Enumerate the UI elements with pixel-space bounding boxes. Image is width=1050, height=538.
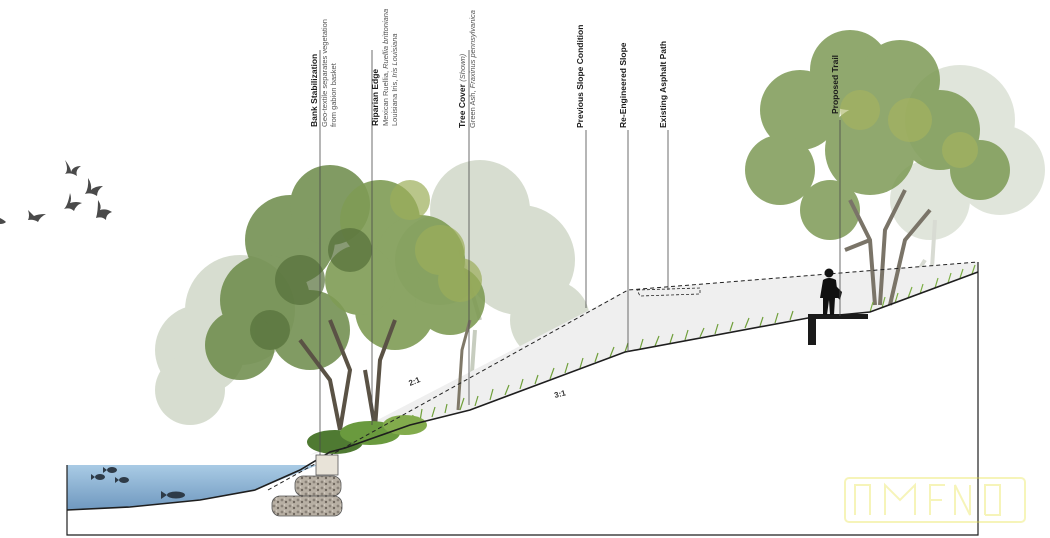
existing-asphalt-path	[636, 287, 701, 297]
tree-cover-title: Tree Cover (Shown)	[457, 53, 467, 128]
bank-stabilization-line2: from gabion basket	[329, 62, 338, 127]
riparian-edge-line1: Mexican Ruellia, Ruellia brittoniana	[381, 9, 390, 126]
riparian-edge-line2: Louisiana Iris, Iris Louisiana	[390, 33, 399, 126]
new-slope-ratio: 3:1	[553, 388, 567, 400]
fish-icon	[91, 467, 185, 499]
bird-icon	[0, 160, 112, 224]
previous-slope-condition-label: Previous Slope Condition	[575, 25, 585, 128]
watermark-logo-icon	[844, 477, 1026, 523]
callout-leaders	[319, 50, 841, 455]
callout-bank-stabilization: Bank Stabilization Geo-textile separates…	[309, 19, 338, 127]
bank-stabilization-title: Bank Stabilization	[309, 54, 319, 127]
tree-icon	[745, 30, 1010, 306]
callout-tree-cover: Tree Cover (Shown) Green Ash, Fraxinus p…	[457, 10, 477, 128]
person-silhouette-icon	[820, 268, 842, 315]
previous-slope-line	[267, 261, 979, 491]
water-body	[67, 465, 318, 510]
callout-riparian-edge: Riparian Edge Mexican Ruellia, Ruellia b…	[370, 9, 399, 126]
riparian-edge-title: Riparian Edge	[370, 69, 380, 126]
reengineered-slope-label: Re-Engineered Slope	[618, 42, 628, 128]
bank-stabilization-line1: Geo-textile separates vegetation	[320, 19, 329, 127]
ground-section	[67, 272, 978, 535]
previous-slope-ratio: 2:1	[407, 375, 422, 388]
tree-cover-line1: Green Ash, Fraxinus pennsylvanica	[468, 10, 477, 128]
section-frame	[66, 262, 979, 536]
tree-icon	[205, 165, 485, 431]
gabion-basket-icon	[271, 454, 343, 517]
proposed-trail-boardwalk	[808, 314, 868, 345]
existing-asphalt-path-label: Existing Asphalt Path	[658, 41, 668, 128]
proposed-trail-label: Proposed Trail	[830, 55, 840, 114]
